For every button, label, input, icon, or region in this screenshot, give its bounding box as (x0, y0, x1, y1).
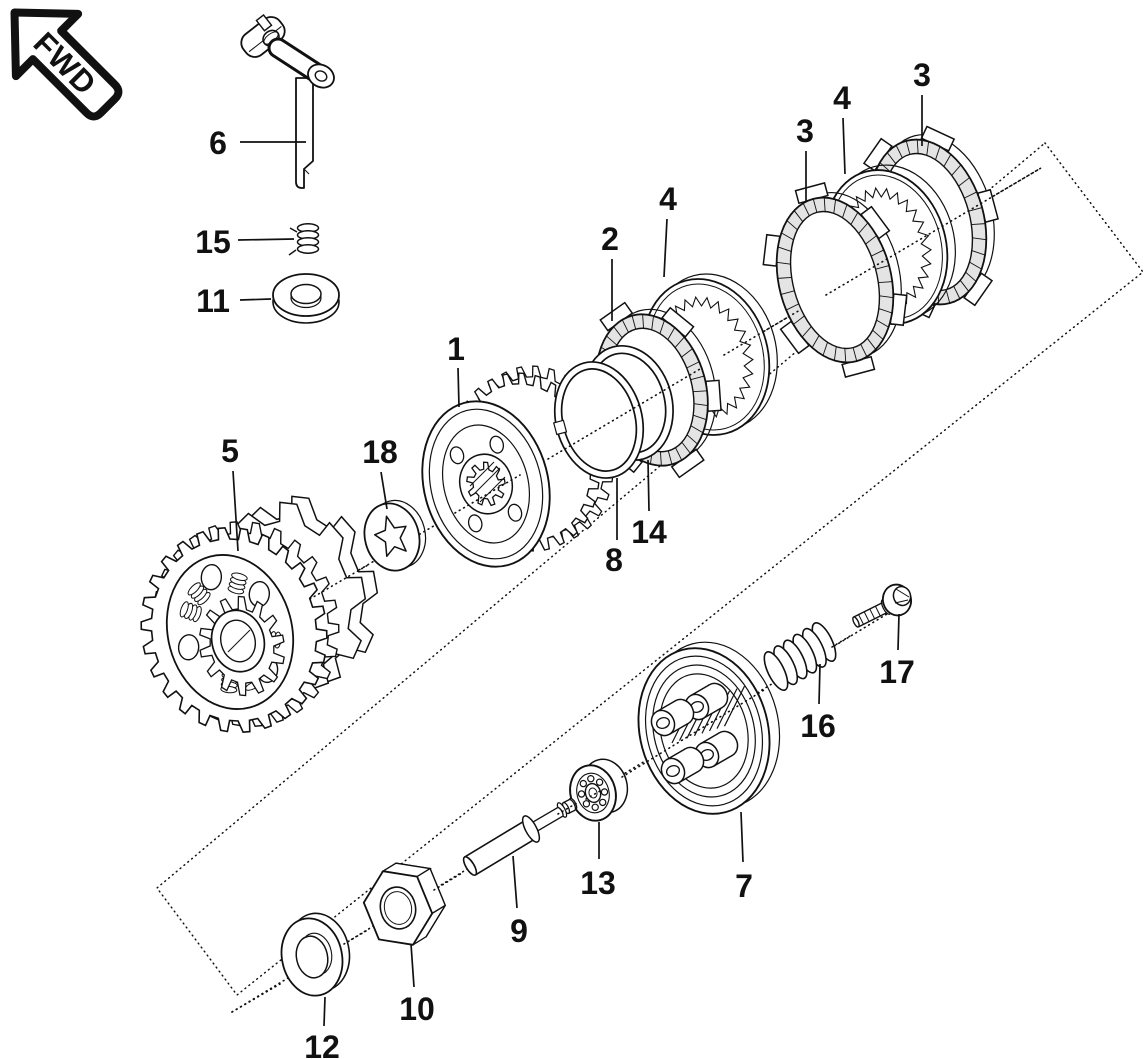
dotted-boundary (155, 141, 1145, 997)
part-callout-friction-plate-b: 3 (913, 57, 931, 146)
part-number-clutch-release-lever: 6 (209, 125, 227, 161)
part-number-friction-plate-a: 3 (796, 113, 814, 149)
dotted-boundary-layer (155, 141, 1145, 997)
part-number-lock-washer: 18 (362, 434, 398, 470)
upper-centerline-segment (309, 564, 369, 600)
leader-line-pressure-plate (740, 811, 744, 863)
leader-line-push-rod (512, 855, 518, 909)
fwd-direction-arrow: FWD (10, 8, 123, 121)
part-3-friction-plate-a (762, 182, 908, 378)
part-callout-hub-nut: 10 (399, 943, 435, 1027)
part-7-pressure-plate (637, 641, 781, 815)
lower-centerline-segment (557, 802, 578, 815)
part-number-clutch-housing: 5 (221, 433, 239, 469)
part-callout-friction-plate-front: 2 (601, 221, 619, 321)
part-callout-wire-ring: 8 (605, 478, 623, 578)
leader-line-lock-washer (380, 471, 388, 510)
part-10-hub-nut (362, 862, 447, 946)
part-callout-clutch-plate-b: 4 (833, 80, 851, 175)
part-number-lever-spring: 15 (195, 224, 231, 260)
part-16-clutch-spring (763, 622, 837, 691)
part-callout-clutch-boss: 1 (447, 331, 465, 408)
part-number-thrust-washer: 12 (304, 1029, 340, 1059)
part-callout-clutch-housing: 5 (221, 433, 239, 552)
part-callout-lever-spring: 15 (195, 224, 295, 260)
part-number-friction-plate-front: 2 (601, 221, 619, 257)
part-number-push-rod: 9 (510, 913, 528, 949)
part-17-spring-bolt (852, 583, 913, 628)
part-callout-clutch-spring: 16 (800, 663, 836, 744)
part-callout-release-bearing: 13 (580, 822, 616, 901)
part-number-wire-ring: 8 (605, 542, 623, 578)
upper-centerline-segment (547, 368, 701, 460)
leader-line-thrust-washer (323, 996, 326, 1027)
part-11-lever-washer (272, 273, 340, 324)
lower-centerline-segment (831, 635, 851, 648)
centerline-overlay-layer (231, 167, 1042, 1013)
fwd-arrow-shape (10, 8, 123, 121)
part-callout-clutch-plate-a: 4 (659, 181, 677, 278)
lower-centerline-segment (343, 930, 367, 945)
part-callout-clutch-release-lever: 6 (209, 125, 306, 161)
leader-line-clutch-plate-a (663, 218, 668, 278)
leader-line-lever-spring (237, 238, 295, 241)
part-callout-thrust-washer: 12 (304, 996, 340, 1059)
part-number-pressure-plate: 7 (735, 868, 753, 904)
lower-centerline-segment (231, 983, 281, 1013)
part-number-clutch-plate-b: 4 (833, 80, 851, 116)
leader-line-clutch-housing (232, 470, 239, 552)
part-number-friction-plate-b: 3 (913, 57, 931, 93)
leader-line-plate-ring (647, 459, 650, 512)
part-15-lever-spring (288, 223, 320, 256)
part-8-wire-ring (552, 361, 645, 479)
leader-line-hub-nut (410, 943, 415, 988)
part-number-plate-ring: 14 (631, 514, 667, 550)
part-number-spring-bolt: 17 (879, 654, 915, 690)
leader-line-spring-bolt (897, 613, 900, 651)
part-6-clutch-release-lever (240, 14, 335, 189)
lower-centerline-segment (433, 872, 463, 891)
part-number-clutch-plate-a: 4 (659, 181, 677, 217)
part-number-lever-washer: 11 (196, 283, 230, 319)
part-callout-pressure-plate: 7 (735, 811, 753, 904)
leader-line-lever-washer (239, 298, 272, 301)
part-callout-plate-ring: 14 (631, 459, 667, 550)
part-callout-spring-bolt: 17 (879, 613, 915, 690)
part-number-clutch-boss: 1 (447, 331, 465, 367)
part-18-lock-washer (363, 499, 427, 572)
leader-line-clutch-boss (457, 367, 460, 408)
part-number-release-bearing: 13 (580, 865, 616, 901)
part-13-release-bearing (569, 758, 629, 822)
part-12-thrust-washer (280, 912, 351, 997)
part-callout-lock-washer: 18 (362, 434, 398, 510)
part-callout-friction-plate-a: 3 (796, 113, 814, 202)
leader-line-clutch-plate-b (842, 117, 846, 175)
upper-centerline-segment (825, 167, 1042, 296)
upper-centerline-segment (723, 309, 801, 356)
leader-line-clutch-spring (818, 663, 821, 705)
part-number-hub-nut: 10 (399, 991, 435, 1027)
part-5-clutch-housing (140, 495, 379, 734)
part-9-push-rod (462, 797, 578, 877)
part-number-clutch-spring: 16 (800, 708, 836, 744)
part-callout-lever-washer: 11 (196, 283, 272, 319)
parts-layer (140, 14, 999, 997)
part-callout-push-rod: 9 (510, 855, 528, 949)
